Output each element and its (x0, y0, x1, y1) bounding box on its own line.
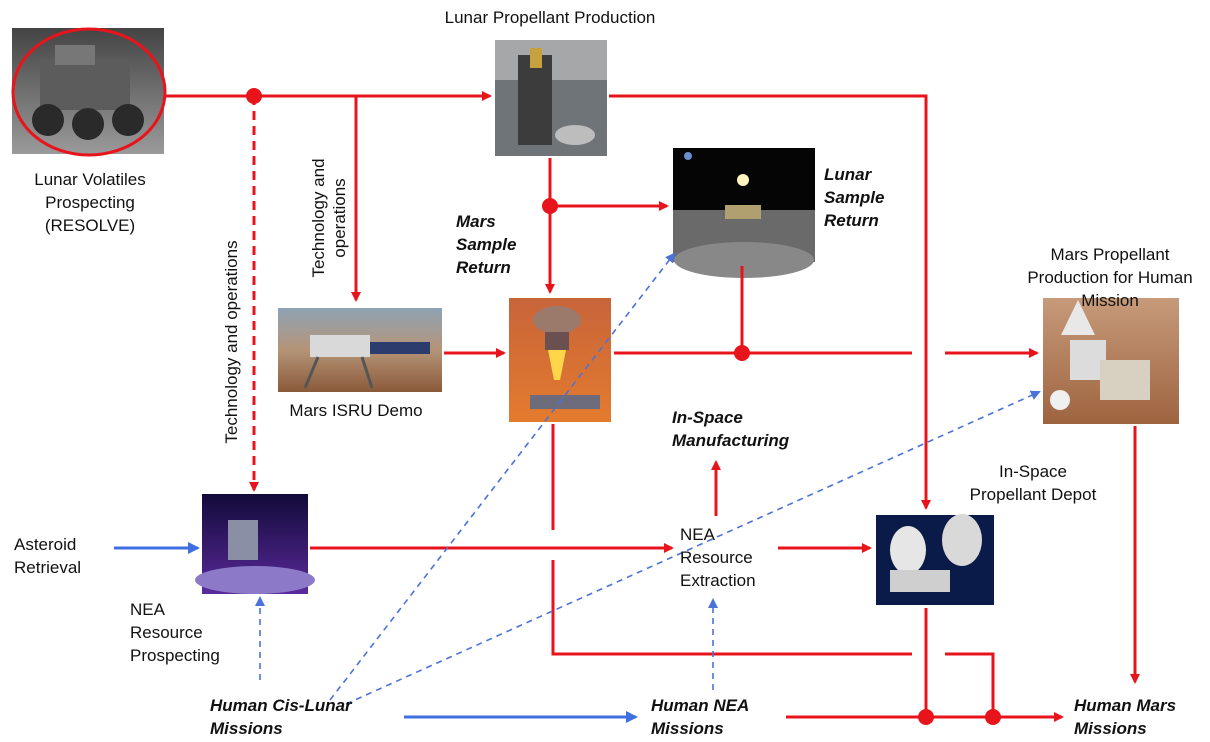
mars-sample-return-line: Mars (456, 212, 496, 231)
mars-sample-return-label: Mars Sample Return (456, 210, 516, 279)
in-space-manufacturing-label: In-Space Manufacturing (672, 406, 789, 452)
resolve-rover-image (11, 27, 167, 157)
nea-prospecting-line: NEA (130, 600, 165, 619)
mars-isru-demo-text: Mars ISRU Demo (289, 401, 423, 420)
nea-prospecting-line: Prospecting (130, 646, 220, 665)
in-space-depot-line: In-Space (998, 462, 1068, 481)
lunar-propellant-text: Lunar Propellant Production (444, 8, 656, 27)
asteroid-retrieval-label: Asteroid Retrieval (14, 533, 81, 579)
tech-ops-stacked-label: Technology and operations (308, 158, 352, 278)
human-mars-line: Human Mars (1074, 696, 1177, 715)
tech-ops-stacked-line: Technology and (309, 158, 328, 278)
mars-sample-return-line: Sample (456, 235, 517, 254)
mars-propellant-image (1043, 298, 1179, 424)
nea-extraction-label: NEA Resource Extraction (680, 523, 756, 592)
human-mars-label: Human Mars Missions (1074, 694, 1176, 740)
human-cis-lunar-label: Human Cis-Lunar Missions (210, 694, 352, 740)
nea-extraction-line: Extraction (680, 571, 756, 590)
nea-prospecting-label: NEA Resource Prospecting (130, 598, 220, 667)
lunar-sample-return-line: Return (824, 211, 879, 230)
lunar-sample-return-line: Lunar (824, 165, 872, 184)
lunar-sample-return-label: Lunar Sample Return (824, 163, 884, 232)
lunar-volatiles-line: Lunar Volatiles (34, 170, 146, 189)
propellant-depot-image (876, 514, 994, 605)
mars-isru-demo-label: Mars ISRU Demo (276, 399, 436, 422)
lunar-sample-return-image (673, 148, 815, 278)
lunar-volatiles-line: (RESOLVE) (44, 216, 136, 235)
junction-dots (246, 88, 1001, 725)
asteroid-retrieval-line: Retrieval (14, 558, 82, 577)
lunar-volatiles-label: Lunar Volatiles Prospecting (RESOLVE) (20, 168, 160, 237)
nea-prospecting-line: Resource (130, 623, 203, 642)
lunar-propellant-label: Lunar Propellant Production (420, 6, 680, 29)
human-cis-lunar-line: Human Cis-Lunar (210, 696, 352, 715)
in-space-depot-line: Propellant Depot (969, 485, 1097, 504)
mars-propellant-label: Mars Propellant Production for Human Mis… (1012, 243, 1208, 312)
mars-propellant-line: Production for Human (1027, 268, 1193, 287)
tech-ops-stacked-line: operations (330, 178, 349, 258)
mars-isru-demo-image (278, 308, 442, 392)
tech-ops-vertical-text: Technology and operations (222, 240, 241, 444)
lunar-volatiles-line: Prospecting (45, 193, 135, 212)
human-nea-label: Human NEA Missions (651, 694, 749, 740)
human-cis-lunar-line: Missions (210, 719, 283, 738)
mars-sample-return-line: Return (456, 258, 511, 277)
blue-flow-lines (114, 252, 1041, 723)
nea-extraction-line: Resource (680, 548, 753, 567)
mars-propellant-line: Mars Propellant (1050, 245, 1170, 264)
mars-propellant-line: Mission (1081, 291, 1139, 310)
nea-prospecting-image (195, 494, 315, 594)
asteroid-retrieval-line: Asteroid (14, 535, 77, 554)
human-nea-line: Missions (651, 719, 724, 738)
mars-sample-return-image (509, 298, 611, 422)
lunar-sample-return-line: Sample (824, 188, 885, 207)
red-flow-lines (166, 91, 1140, 722)
in-space-depot-label: In-Space Propellant Depot (958, 460, 1108, 506)
human-nea-line: Human NEA (651, 696, 750, 715)
in-space-manufacturing-line: In-Space (672, 408, 743, 427)
tech-ops-vertical-label: Technology and operations (221, 217, 243, 467)
human-mars-line: Missions (1074, 719, 1147, 738)
nea-extraction-line: NEA (680, 525, 715, 544)
in-space-manufacturing-line: Manufacturing (672, 431, 790, 450)
lunar-propellant-image (495, 40, 607, 156)
